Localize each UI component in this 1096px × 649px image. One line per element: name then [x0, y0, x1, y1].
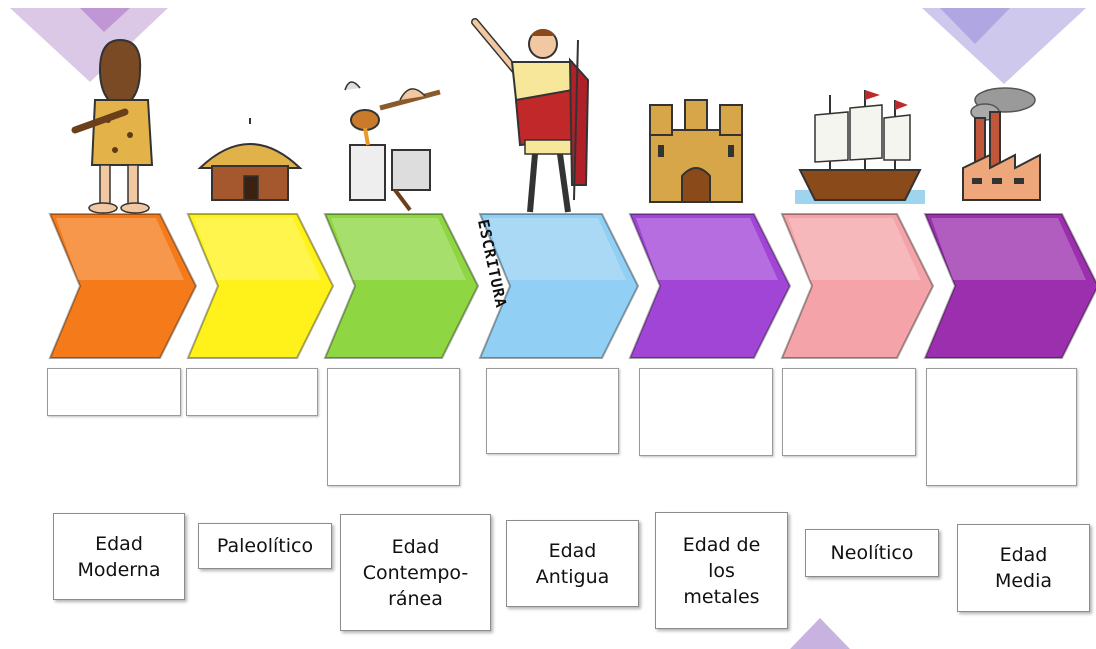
timeline-arrow-1 [48, 213, 198, 359]
drop-box-7[interactable] [926, 368, 1077, 486]
drop-box-5[interactable] [639, 368, 773, 456]
timeline-arrow-highlight [486, 218, 626, 280]
roman-soldier-icon [471, 18, 590, 213]
card-paleolitico[interactable]: Paleolítico [198, 523, 332, 569]
hut-icon [197, 118, 303, 201]
timeline-arrow-5 [628, 213, 792, 359]
timeline-arrow-3 [323, 213, 480, 359]
drop-box-3[interactable] [327, 368, 460, 486]
corner-triangle-right-dark [940, 8, 1010, 44]
drop-box-2[interactable] [186, 368, 318, 416]
drop-box-4[interactable] [486, 368, 619, 454]
card-edad-contemporanea[interactable]: Edad Contempo- ránea [340, 514, 491, 631]
timeline-arrows [48, 213, 1096, 359]
card-label: Edad Media [994, 544, 1053, 592]
drop-box-1[interactable] [47, 368, 181, 416]
card-neolitico[interactable]: Neolítico [805, 529, 939, 577]
drop-box-6[interactable] [782, 368, 916, 456]
timeline-arrow-4 [478, 213, 640, 359]
card-label: Edad Moderna [77, 532, 161, 581]
card-edad-media[interactable]: Edad Media [957, 524, 1090, 612]
timeline-arrow-2 [186, 213, 335, 359]
timeline-arrow-highlight [331, 218, 466, 280]
timeline-arrow-highlight [931, 218, 1086, 280]
timeline-arrow-7 [923, 213, 1096, 359]
timeline-arrow-6 [780, 213, 935, 359]
card-label: Edad de los metales [682, 533, 761, 608]
card-edad-antigua[interactable]: Edad Antigua [506, 520, 639, 607]
castle-icon [649, 99, 743, 203]
metal-casting-icon [344, 81, 441, 212]
card-edad-moderna[interactable]: Edad Moderna [53, 513, 185, 600]
card-label: Edad Contempo- ránea [362, 535, 469, 610]
factory-icon [962, 87, 1041, 201]
card-label: Neolítico [830, 542, 914, 564]
timeline-arrow-highlight [56, 218, 184, 280]
timeline-arrow-highlight [636, 218, 778, 280]
card-edad-de-los-metales[interactable]: Edad de los metales [655, 512, 788, 629]
pictograms [71, 18, 1041, 214]
corner-triangle-left-dark [80, 8, 130, 32]
bottom-triangle [790, 618, 850, 649]
timeline-arrow-highlight [194, 218, 321, 280]
corner-triangle-left [10, 8, 168, 82]
card-label: Edad Antigua [535, 539, 610, 588]
caveman-icon [71, 38, 154, 214]
caravel-ship-icon [795, 90, 925, 204]
card-label: Paleolítico [216, 535, 314, 557]
timeline-arrow-highlight [788, 218, 921, 280]
